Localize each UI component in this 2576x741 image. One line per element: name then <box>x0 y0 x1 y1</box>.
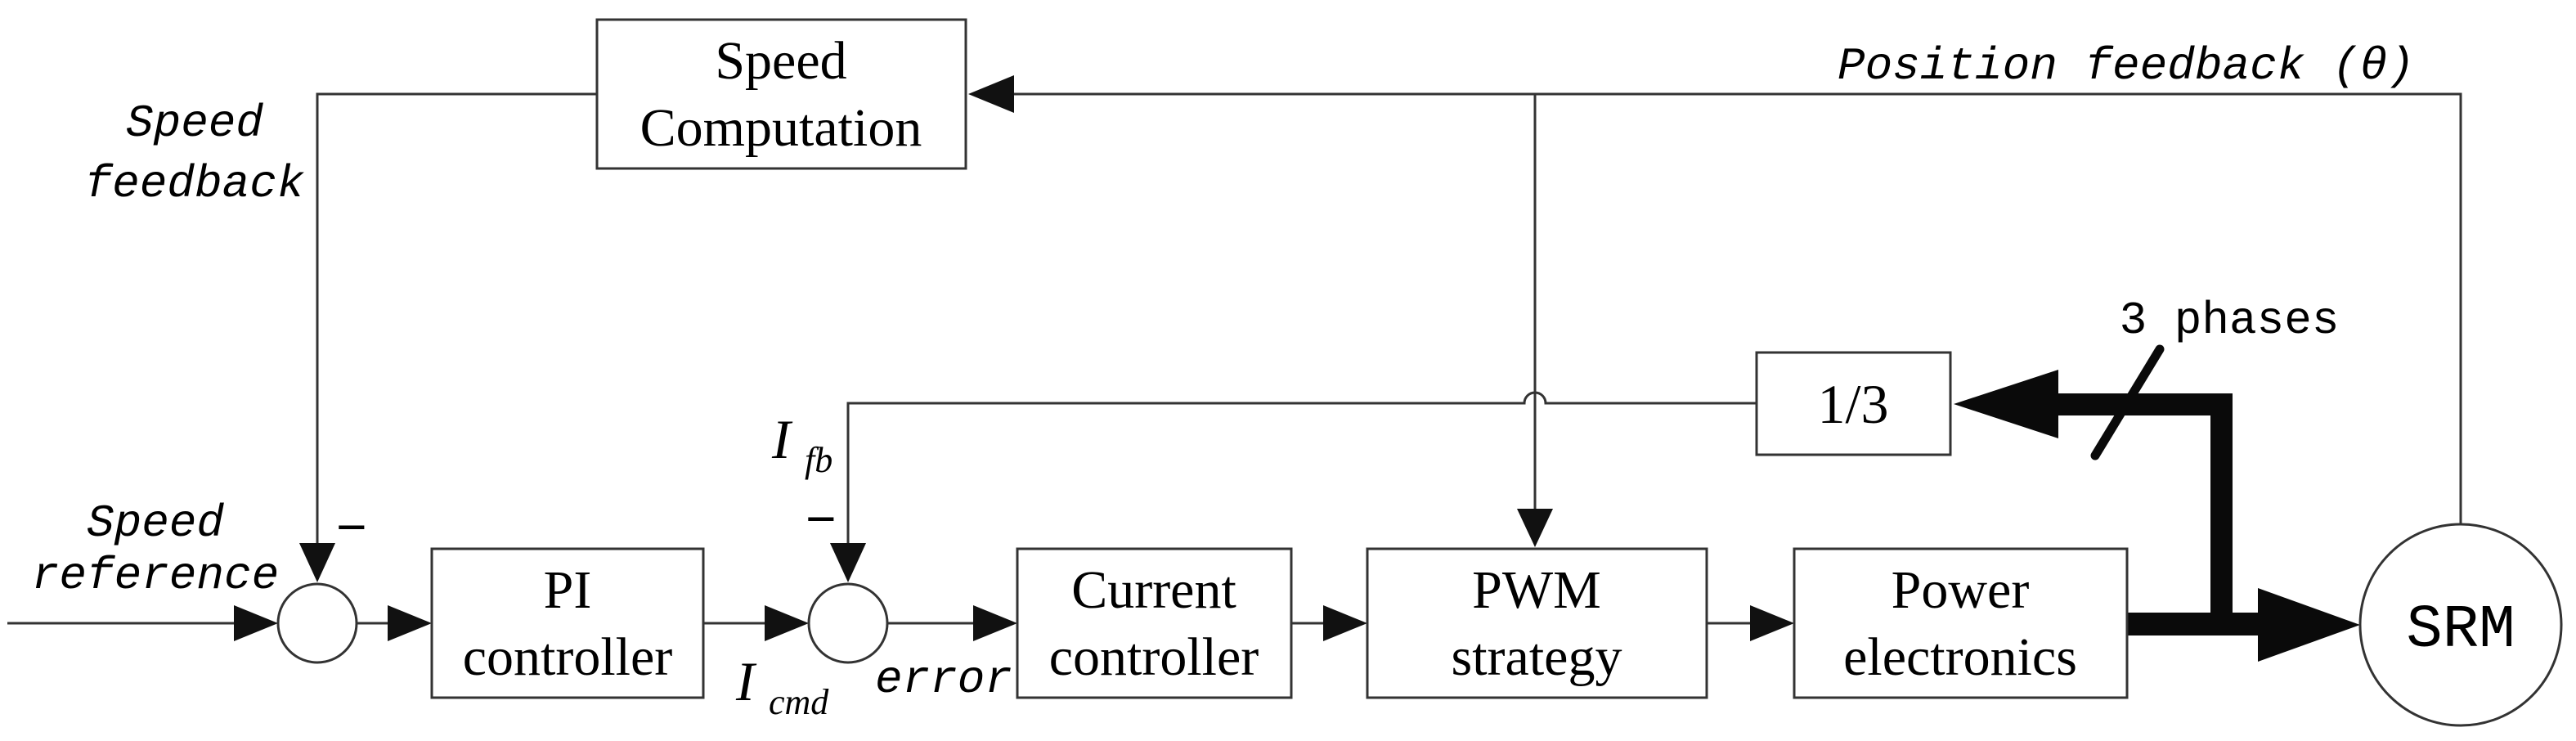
srm-motor-circle <box>2358 523 2563 727</box>
arrowhead-into-current-controller <box>973 605 1017 641</box>
current-command-symbol: I cmd <box>735 650 829 722</box>
error-signal-label: error <box>875 653 1012 706</box>
arrowhead-into-pwm-top <box>1517 509 1553 547</box>
one-third-gain-label: 1/3 <box>1818 373 1889 435</box>
thick-arrowhead-into-srm <box>2258 588 2360 662</box>
arrowhead-into-pi <box>388 605 432 641</box>
current-controller-box <box>1016 547 1293 699</box>
phase-count-slash-icon <box>2090 344 2165 460</box>
pwm-strategy-label-line1: PWM <box>1472 560 1601 620</box>
power-electronics-label-line1: Power <box>1892 560 2030 620</box>
one-third-gain-box <box>1755 351 1952 456</box>
three-phase-bus-horizontal <box>2127 613 2258 635</box>
current-command-subscript: cmd <box>769 682 829 722</box>
pwm-strategy-box <box>1366 547 1708 699</box>
pi-controller-label-line1: PI <box>544 560 592 620</box>
current-summing-junction <box>807 582 889 664</box>
current-controller-label-line2: controller <box>1049 627 1259 687</box>
position-feedback-line <box>1014 92 2462 524</box>
pwm-strategy-label-line2: strategy <box>1452 627 1622 687</box>
current-feedback-symbol: I fb <box>771 408 832 480</box>
arrowhead-into-speed-sum <box>299 543 335 582</box>
current-feedback-base: I <box>771 408 793 470</box>
speed-reference-label-line1: Speed <box>87 497 224 550</box>
current-feedback-line <box>846 391 1757 543</box>
three-phase-bus-vertical <box>2210 393 2233 635</box>
arrowhead-into-speed-sum-left <box>234 605 278 641</box>
speed-feedback-label-line1: Speed <box>126 97 263 150</box>
speed-feedback-line <box>316 92 597 543</box>
speed-feedback-label-line2: feedback <box>85 158 305 210</box>
arrowhead-into-current-sum-left <box>765 605 809 641</box>
speed-computation-box <box>595 18 967 170</box>
current-command-base: I <box>735 650 757 712</box>
three-phases-label: 3 phases <box>2120 294 2340 347</box>
three-phase-bus-upper-horizontal <box>2058 393 2233 415</box>
speed-computation-label-line2: Computation <box>640 98 922 158</box>
speed-reference-label-line2: reference <box>32 550 279 602</box>
power-electronics-label-line2: electronics <box>1843 627 2077 687</box>
minus-sign-current-sum: − <box>806 494 837 553</box>
arrowhead-into-speed-computation <box>968 75 1014 113</box>
pi-controller-box <box>430 547 705 699</box>
pi-controller-label-line2: controller <box>463 627 673 687</box>
position-feedback-label: Position feedback (θ) <box>1838 40 2415 92</box>
current-controller-label-line1: Current <box>1071 560 1236 620</box>
power-electronics-box <box>1793 547 2129 699</box>
current-feedback-subscript: fb <box>805 440 832 480</box>
minus-sign-speed-sum: − <box>336 502 367 561</box>
speed-summing-junction <box>276 582 358 664</box>
thick-arrowhead-into-one-third <box>1954 370 2058 438</box>
arrowhead-into-current-sum <box>830 543 866 582</box>
srm-motor-label: SRM <box>2406 596 2515 665</box>
arrowhead-into-pwm <box>1323 605 1367 641</box>
speed-computation-label-line1: Speed <box>715 31 846 91</box>
arrowhead-into-power-electronics <box>1750 605 1794 641</box>
